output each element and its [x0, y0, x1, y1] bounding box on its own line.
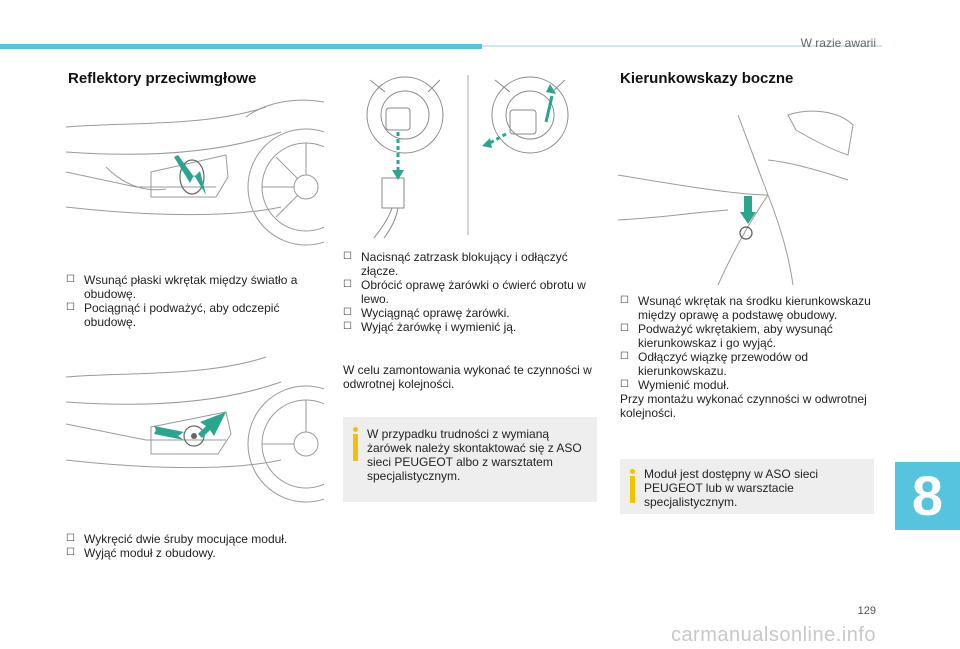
checkbox-icon: ☐: [66, 302, 75, 313]
bulb-replacement-illustration: [340, 70, 600, 240]
list-item: ☐Pociągnąć i podważyć, aby odczepić obud…: [66, 301, 280, 329]
side-indicator-illustration: [618, 100, 876, 285]
checkbox-icon: ☐: [66, 533, 75, 544]
checkbox-icon: ☐: [66, 274, 75, 285]
list-item: ☐Wsunąć płaski wkrętak między światło a …: [66, 273, 298, 301]
checkbox-icon: ☐: [343, 321, 352, 332]
section-title-fog-lamps: Reflektory przeciwmgłowe: [68, 70, 257, 87]
checkbox-icon: ☐: [343, 279, 352, 290]
info-icon: [353, 427, 358, 461]
watermark: carmanualsonline.info: [670, 624, 876, 646]
section-title-side-indicators: Kierunkowskazy boczne: [620, 70, 794, 87]
info-box-text: Moduł jest dostępny w ASO sieci PEUGEOT …: [644, 467, 819, 509]
bulb-steps: ☐Nacisnąć zatrzask blokujący i odłączyć …: [343, 250, 593, 334]
fog-lamp-steps-1: ☐Wsunąć płaski wkrętak między światło a …: [66, 273, 316, 329]
checkbox-icon: ☐: [343, 251, 352, 262]
checkbox-icon: ☐: [620, 351, 629, 362]
list-item: ☐Obrócić oprawę żarówki o ćwierć obrotu …: [343, 278, 586, 306]
side-indicator-steps: ☐Wsunąć wkrętak na środku kierunkowskazu…: [620, 294, 875, 392]
info-box-text: W przypadku trudności z wymianą żarówek …: [367, 427, 582, 483]
chapter-title: W razie awarii: [800, 36, 876, 50]
checkbox-icon: ☐: [620, 295, 629, 306]
list-item: ☐Wyjąć moduł z obudowy.: [66, 546, 216, 560]
info-box-module: Moduł jest dostępny w ASO sieci PEUGEOT …: [620, 459, 874, 514]
list-item: ☐Wymienić moduł.: [620, 378, 730, 392]
list-item: ☐Odłączyć wiązkę przewodów od kierunkows…: [620, 350, 809, 378]
list-item: ☐Wyciągnąć oprawę żarówki.: [343, 306, 510, 320]
fog-lamp-screws-illustration: [66, 352, 324, 512]
checkbox-icon: ☐: [620, 323, 629, 334]
checkbox-icon: ☐: [620, 379, 629, 390]
header-rule: [482, 45, 882, 47]
checkbox-icon: ☐: [343, 307, 352, 318]
chapter-tab: 8: [895, 462, 960, 530]
header-accent-bar: [0, 44, 482, 49]
list-item: ☐Wyjąć żarówkę i wymienić ją.: [343, 320, 517, 334]
list-item: ☐Wsunąć wkrętak na środku kierunkowskazu…: [620, 294, 871, 322]
page-number: 129: [857, 605, 876, 617]
fog-lamp-steps-2: ☐Wykręcić dwie śruby mocujące moduł. ☐Wy…: [66, 532, 316, 560]
info-icon: [630, 469, 635, 503]
info-box-dealer: W przypadku trudności z wymianą żarówek …: [343, 417, 597, 502]
checkbox-icon: ☐: [66, 547, 75, 558]
list-item: ☐Wykręcić dwie śruby mocujące moduł.: [66, 532, 288, 546]
fog-lamp-removal-illustration: [66, 97, 324, 257]
side-indicator-reassembly: Przy montażu wykonać czynności w odwrotn…: [620, 392, 867, 420]
list-item: ☐Podważyć wkrętakiem, aby wysunąć kierun…: [620, 322, 833, 350]
list-item: ☐Nacisnąć zatrzask blokujący i odłączyć …: [343, 250, 568, 278]
reassembly-note: W celu zamontowania wykonać te czynności…: [343, 363, 592, 391]
